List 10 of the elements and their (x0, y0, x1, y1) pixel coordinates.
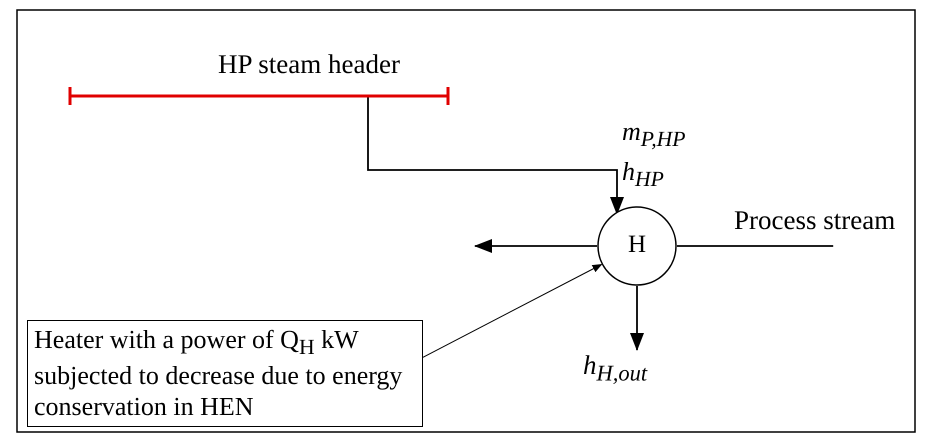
leader-line (422, 264, 602, 358)
header-label: HP steam header (218, 49, 400, 80)
arrow (474, 239, 597, 253)
heater-label: H (626, 231, 648, 260)
arrow (367, 96, 624, 215)
arrow (630, 286, 644, 351)
stream-label: h$_{H,out}$ (583, 350, 648, 386)
stream-label: Process stream (734, 205, 896, 236)
edge-label: m$_{P,HP}$ h$_{HP}$ (622, 116, 686, 194)
note-box: Heater with a power of Q$_{H}$ kW subjected to decrease due to energy conservation in HEN (27, 320, 423, 427)
